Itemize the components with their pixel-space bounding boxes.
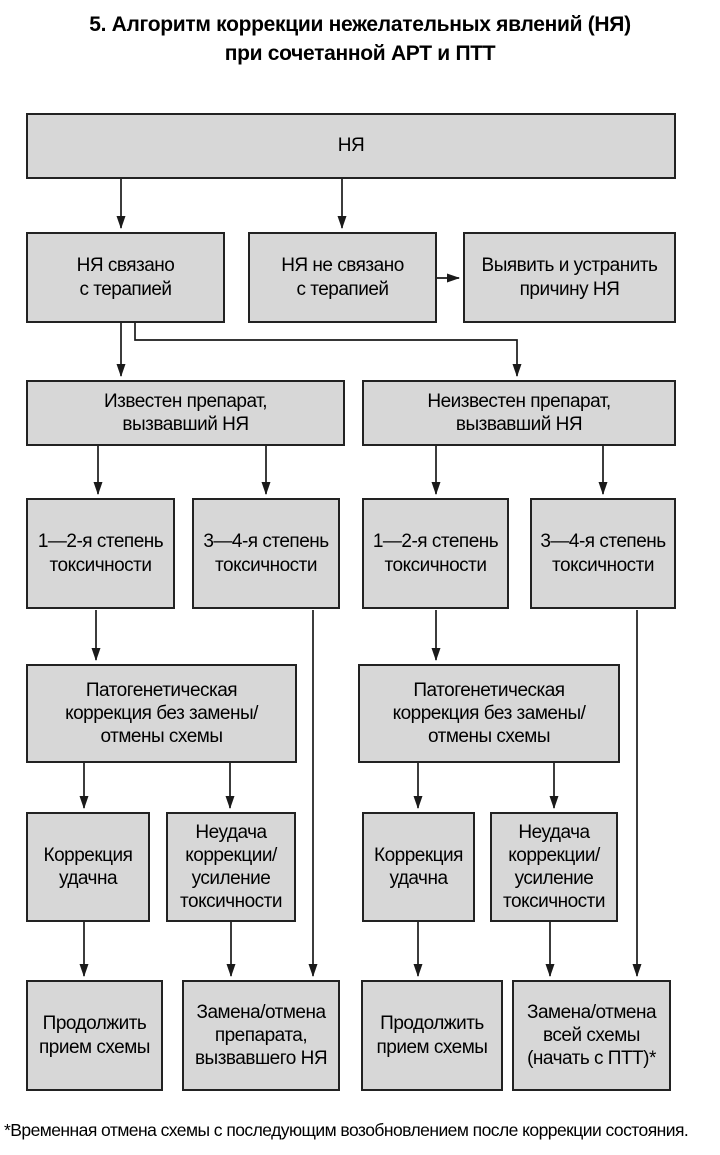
node-unknown-drug: Неизвестен препарат, вызвавший НЯ xyxy=(362,380,676,446)
node-known-drug: Известен препарат, вызвавший НЯ xyxy=(26,380,345,446)
node-correction-failure-right: Неудача коррекции/ усиление токсичности xyxy=(490,812,618,922)
node-unknown-drug-label: Неизвестен препарат, вызвавший НЯ xyxy=(427,390,611,435)
node-patho-correction-right-label: Патогенетическая коррекция без замены/ о… xyxy=(392,679,586,748)
node-correction-success-left: Коррекция удачна xyxy=(26,812,150,922)
node-correction-success-right: Коррекция удачна xyxy=(362,812,475,922)
node-continue-regimen-right-label: Продолжить прием схемы xyxy=(376,1013,488,1058)
node-tox12-right: 1—2-я степень токсичности xyxy=(362,498,509,609)
node-ae-unrelated-label: НЯ не связано с терапией xyxy=(281,255,404,300)
node-correction-failure-left-label: Неудача коррекции/ усиление токсичности xyxy=(180,821,282,913)
node-replace-drug-label: Замена/отмена препарата, вызвавшего НЯ xyxy=(194,1001,328,1070)
node-correction-success-right-label: Коррекция удачна xyxy=(374,844,463,889)
node-patho-correction-right: Патогенетическая коррекция без замены/ о… xyxy=(358,664,620,763)
node-tox34-left-label: 3—4-я степень токсичности xyxy=(203,531,329,576)
node-correction-failure-left: Неудача коррекции/ усиление токсичности xyxy=(166,812,296,922)
node-eliminate-cause-label: Выявить и устранить причину НЯ xyxy=(481,255,658,300)
diagram-title: 5. Алгоритм коррекции нежелательных явле… xyxy=(0,10,720,68)
node-correction-failure-right-label: Неудача коррекции/ усиление токсичности xyxy=(503,821,605,913)
node-tox34-right: 3—4-я степень токсичности xyxy=(530,498,676,609)
node-patho-correction-left-label: Патогенетическая коррекция без замены/ о… xyxy=(65,679,258,748)
node-continue-regimen-left-label: Продолжить прием схемы xyxy=(39,1013,150,1058)
footnote: *Временная отмена схемы с последующим во… xyxy=(4,1120,689,1140)
node-patho-correction-left: Патогенетическая коррекция без замены/ о… xyxy=(26,664,297,763)
node-tox34-right-label: 3—4-я степень токсичности xyxy=(540,531,666,576)
node-known-drug-label: Известен препарат, вызвавший НЯ xyxy=(103,390,268,435)
connector-related-unknown xyxy=(134,323,522,377)
node-tox12-left-label: 1—2-я степень токсичности xyxy=(37,531,164,576)
node-ae-related: НЯ связано с терапией xyxy=(26,232,225,323)
node-replace-all-regimen: Замена/отмена всей схемы (начать с ПТТ)* xyxy=(512,980,671,1091)
node-correction-success-left-label: Коррекция удачна xyxy=(43,844,133,889)
diagram-title-line1: 5. Алгоритм коррекции нежелательных явле… xyxy=(89,13,631,36)
node-tox12-left: 1—2-я степень токсичности xyxy=(26,498,175,609)
node-tox12-right-label: 1—2-я степень токсичности xyxy=(372,531,499,576)
node-ae-related-label: НЯ связано с терапией xyxy=(76,255,175,300)
node-ae-unrelated: НЯ не связано с терапией xyxy=(248,232,437,323)
node-continue-regimen-left: Продолжить прием схемы xyxy=(26,980,163,1091)
diagram-title-line2: при сочетанной АРТ и ПТТ xyxy=(224,42,496,65)
node-replace-all-regimen-label: Замена/отмена всей схемы (начать с ПТТ)* xyxy=(526,1001,657,1070)
node-ae-label: НЯ xyxy=(337,135,365,157)
node-tox34-left: 3—4-я степень токсичности xyxy=(192,498,340,609)
node-eliminate-cause: Выявить и устранить причину НЯ xyxy=(463,232,676,323)
node-ae: НЯ xyxy=(26,113,676,179)
node-continue-regimen-right: Продолжить прием схемы xyxy=(361,980,503,1091)
node-replace-drug: Замена/отмена препарата, вызвавшего НЯ xyxy=(182,980,340,1091)
